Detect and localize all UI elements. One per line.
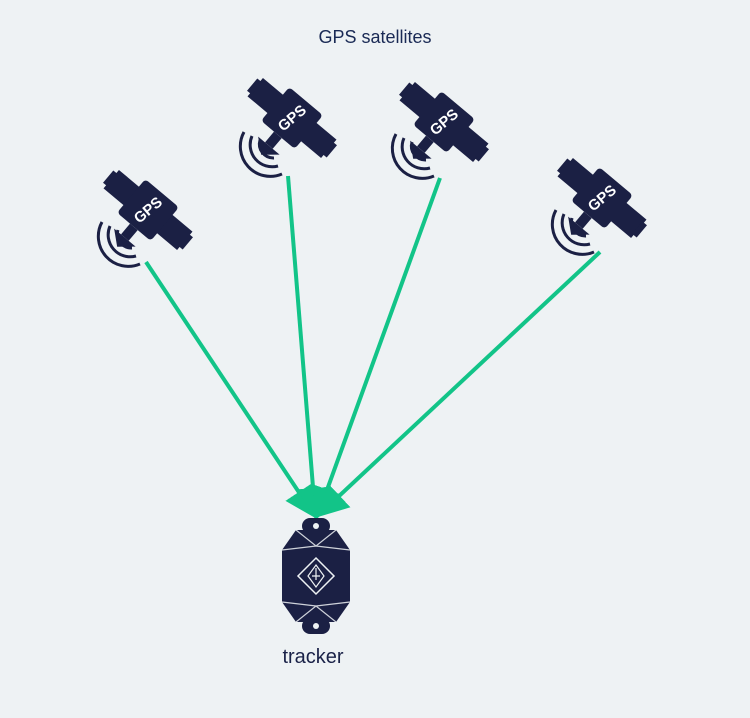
signal-waves-icon bbox=[390, 133, 435, 180]
signal-line-4 bbox=[316, 250, 602, 518]
satellite-4: GPS bbox=[531, 147, 656, 269]
satellite-3: GPS bbox=[373, 71, 498, 193]
diagram-title: GPS satellites bbox=[318, 27, 432, 47]
signal-line-3 bbox=[312, 177, 442, 520]
signal-line-1 bbox=[144, 260, 317, 519]
signal-waves-icon bbox=[550, 209, 595, 256]
signal-waves-icon bbox=[238, 131, 283, 178]
satellite-icon: GPS bbox=[77, 159, 202, 281]
signal-lines bbox=[144, 175, 602, 520]
tracker-icon bbox=[281, 518, 351, 634]
tracker-label: tracker bbox=[282, 646, 344, 668]
satellite-2: GPS bbox=[221, 67, 346, 189]
satellite-icon: GPS bbox=[373, 71, 498, 193]
satellite-1: GPS bbox=[77, 159, 202, 281]
signal-line-2 bbox=[286, 175, 330, 520]
satellite-icon: GPS bbox=[221, 67, 346, 189]
signal-waves-icon bbox=[96, 221, 141, 268]
satellite-icon: GPS bbox=[531, 147, 656, 269]
